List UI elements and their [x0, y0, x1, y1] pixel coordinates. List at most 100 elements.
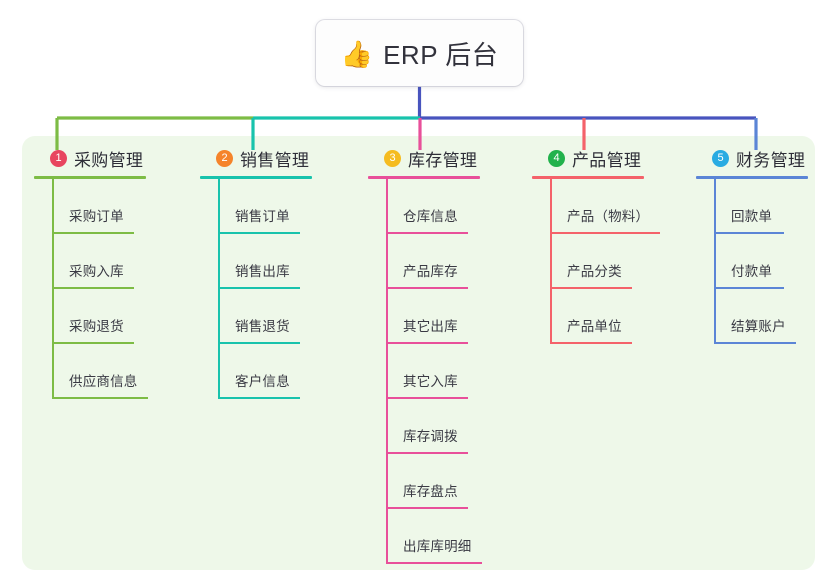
diagram-background-panel: [22, 136, 815, 570]
branch-item-underline: [714, 232, 784, 234]
branch-header-5[interactable]: 5 财务管理: [696, 146, 808, 170]
branch-item-underline: [52, 342, 134, 344]
branch-title-2: 销售管理: [240, 150, 310, 170]
branch-column-5: 5 财务管理回款单付款单结算账户: [696, 146, 808, 344]
branch-rule-3: [368, 176, 480, 179]
branch-item-label: 结算账户: [731, 319, 786, 334]
branch-badge-4: 4: [548, 149, 565, 167]
branch-column-4: 4 产品管理产品（物料） 产品分类产品单位: [532, 146, 660, 344]
branch-item-underline: [386, 342, 468, 344]
branch-item[interactable]: 产品（物料）: [532, 179, 660, 234]
branch-item-label: 产品单位: [567, 319, 622, 334]
branch-title-1: 采购管理: [74, 150, 144, 170]
branch-item-label: 其它出库: [403, 319, 458, 334]
branch-item-underline: [386, 562, 482, 564]
branch-header-4[interactable]: 4 产品管理: [532, 146, 644, 170]
branch-item[interactable]: 销售订单: [200, 179, 312, 234]
branch-item[interactable]: 付款单: [696, 234, 808, 289]
branch-title-5: 财务管理: [736, 150, 806, 170]
branch-children-4: 产品（物料） 产品分类产品单位: [532, 179, 660, 344]
branch-item[interactable]: 客户信息: [200, 344, 312, 399]
branch-badge-1: 1: [50, 149, 67, 167]
branch-children-5: 回款单付款单结算账户: [696, 179, 808, 344]
root-node[interactable]: 👍 ERP 后台: [316, 20, 523, 86]
branch-item[interactable]: 采购订单: [34, 179, 146, 234]
branch-rule-1: [34, 176, 146, 179]
branch-badge-2: 2: [216, 149, 233, 167]
branch-spine-5: [714, 179, 716, 344]
branch-item-label: 销售出库: [235, 264, 290, 279]
branch-item[interactable]: 供应商信息: [34, 344, 148, 399]
branch-item-underline: [218, 232, 300, 234]
branch-children-1: 采购订单采购入库采购退货供应商信息: [34, 179, 148, 399]
branch-item[interactable]: 产品库存: [368, 234, 480, 289]
branch-title-3: 库存管理: [408, 150, 478, 170]
branch-item-underline: [218, 287, 300, 289]
branch-item[interactable]: 产品单位: [532, 289, 644, 344]
branch-item-label: 销售订单: [235, 209, 290, 224]
branch-header-3[interactable]: 3 库存管理: [368, 146, 480, 170]
branch-children-3: 仓库信息产品库存其它出库其它入库库存调拨库存盘点出库库明细: [368, 179, 482, 564]
branch-item-label: 出库库明细: [403, 539, 472, 554]
branch-item-underline: [218, 342, 300, 344]
branch-header-1[interactable]: 1 采购管理: [34, 146, 146, 170]
branch-item-underline: [386, 287, 468, 289]
branch-item[interactable]: 销售出库: [200, 234, 312, 289]
branch-children-2: 销售订单销售出库销售退货客户信息: [200, 179, 312, 399]
branch-item-label: 回款单: [731, 209, 773, 224]
branch-item-label: 产品库存: [403, 264, 458, 279]
branch-item-underline: [52, 287, 134, 289]
branch-item-underline: [550, 287, 632, 289]
branch-column-1: 1 采购管理采购订单采购入库采购退货供应商信息: [34, 146, 148, 399]
branch-item-underline: [386, 452, 468, 454]
root-node-title: ERP 后台: [383, 39, 499, 70]
branch-item[interactable]: 其它入库: [368, 344, 480, 399]
branch-item-underline: [550, 342, 632, 344]
branch-item[interactable]: 采购入库: [34, 234, 146, 289]
branch-rule-2: [200, 176, 312, 179]
branch-rule-5: [696, 176, 808, 179]
branch-item-label: 客户信息: [235, 374, 290, 389]
branch-item[interactable]: 其它出库: [368, 289, 480, 344]
branch-item-label: 供应商信息: [69, 374, 138, 389]
branch-spine-3: [386, 179, 388, 564]
branch-item-label: 仓库信息: [403, 209, 458, 224]
branch-item-label: 库存盘点: [403, 484, 458, 499]
branch-item[interactable]: 出库库明细: [368, 509, 482, 564]
branch-item-underline: [386, 397, 468, 399]
branch-item-label: 其它入库: [403, 374, 458, 389]
branch-item-label: 产品分类: [567, 264, 622, 279]
branch-item-underline: [714, 342, 796, 344]
branch-item-underline: [386, 232, 468, 234]
branch-header-2[interactable]: 2 销售管理: [200, 146, 312, 170]
branch-item[interactable]: 采购退货: [34, 289, 146, 344]
branch-spine-2: [218, 179, 220, 399]
branch-item-underline: [52, 397, 148, 399]
branch-item-label: 销售退货: [235, 319, 290, 334]
branch-rule-4: [532, 176, 644, 179]
branch-item[interactable]: 库存调拨: [368, 399, 480, 454]
branch-spine-1: [52, 179, 54, 399]
branch-item[interactable]: 销售退货: [200, 289, 312, 344]
branch-title-4: 产品管理: [572, 150, 642, 170]
branch-column-3: 3 库存管理仓库信息产品库存其它出库其它入库库存调拨库存盘点出库库明细: [368, 146, 482, 564]
branch-item[interactable]: 回款单: [696, 179, 808, 234]
branch-column-2: 2 销售管理销售订单销售出库销售退货客户信息: [200, 146, 312, 399]
branch-item-underline: [386, 507, 468, 509]
branch-item-underline: [218, 397, 300, 399]
branch-item-underline: [550, 232, 660, 234]
branch-item[interactable]: 结算账户: [696, 289, 808, 344]
branch-item[interactable]: 库存盘点: [368, 454, 480, 509]
branch-spine-4: [550, 179, 552, 344]
branch-item[interactable]: 仓库信息: [368, 179, 480, 234]
branch-item[interactable]: 产品分类: [532, 234, 644, 289]
branch-item-label: 产品（物料）: [567, 209, 650, 224]
branch-item-label: 采购入库: [69, 264, 124, 279]
branch-item-underline: [52, 232, 134, 234]
branch-badge-3: 3: [384, 149, 401, 167]
branch-item-underline: [714, 287, 784, 289]
branch-item-label: 付款单: [731, 264, 773, 279]
branch-badge-5: 5: [712, 149, 729, 167]
branch-item-label: 采购订单: [69, 209, 124, 224]
